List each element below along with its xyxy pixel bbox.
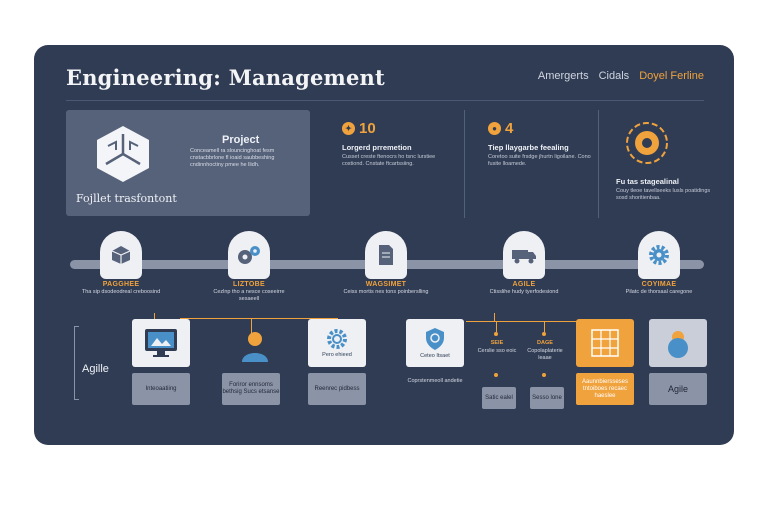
tile-caption: Coprstenmeoll andetie <box>407 378 463 384</box>
tile-label-box: Agile <box>649 373 707 405</box>
user-icon <box>668 331 688 358</box>
target-gear-icon <box>626 122 668 164</box>
connector-line <box>496 322 497 332</box>
timeline-stage-3[interactable]: WAGSIMET Ceiss mortis nes tons poinbersl… <box>341 231 431 296</box>
stage-desc: Cezlnp tho a nesce coseeirre sesaeell <box>213 289 285 302</box>
tile-label-box: Foriror ennsoms bethsig Sucs etsanse <box>222 373 280 405</box>
document-icon <box>379 245 393 265</box>
gear-icon <box>327 329 347 349</box>
card-title: Project <box>222 134 260 146</box>
monitor-icon <box>145 329 177 357</box>
tile-monitor[interactable] <box>132 319 190 367</box>
coin-icon: ● <box>488 122 501 135</box>
tile-shield[interactable]: Ceteo Itsaet <box>406 319 464 367</box>
stat-1: ✦ 10 Lorgerd prremetion Cusset creste ft… <box>342 120 462 168</box>
gears-icon <box>238 246 260 264</box>
stage-desc: Ceiss mortis nes tons poinberslling <box>343 289 429 295</box>
branch-left-label: SEIE <box>490 340 504 346</box>
flame-icon: ✦ <box>342 122 355 135</box>
box-icon <box>111 246 131 264</box>
stat-1-value: 10 <box>359 120 376 137</box>
connector-line <box>494 313 495 321</box>
person-icon <box>242 332 268 362</box>
timeline-stage-5[interactable]: COYIMAE Pilatc de thorsaal caregone <box>614 231 704 296</box>
branch-left-box: Satic ealel <box>482 387 516 409</box>
stat-1-title: Lorgerd prremetion <box>342 143 412 152</box>
grid-icon <box>591 329 619 357</box>
page-title: Engineering: Management <box>66 65 385 90</box>
tile-text: Pero ehieed <box>322 352 352 358</box>
branch-right-label: DAGE <box>537 340 553 346</box>
stat-1-text: Cusset creste ftenocrs ho tsnc lurstiee … <box>342 154 436 167</box>
tile-agile[interactable] <box>649 319 707 367</box>
header-link-1[interactable]: Amergerts <box>537 70 589 82</box>
tile-label-box: Inteoaatiing <box>132 373 190 405</box>
tile-process[interactable]: Pero ehieed <box>308 319 366 367</box>
branch-left-desc: Cerslie sso eoic <box>477 348 517 354</box>
stage-desc: Tha sip dsodeodreal creboosind <box>81 289 161 295</box>
tile-label-box: Aaunnbiersseses tntoiboes recaec haeslee <box>576 373 634 405</box>
section-label: Agille <box>82 363 109 375</box>
diagram-panel: Engineering: Management Amergerts Cidals… <box>34 45 734 445</box>
stat-3-title: Fu tas stagealinal <box>616 177 679 186</box>
connector-line <box>544 322 545 332</box>
stat-2-value: 4 <box>505 120 514 137</box>
header-links: Amergerts Cidals Doyel Ferline <box>538 70 704 82</box>
truck-icon <box>512 250 536 264</box>
branch-dot <box>542 332 546 336</box>
header-link-3[interactable]: Doyel Ferline <box>639 70 704 82</box>
card-text: Conceamell ra slouncinghoat fesm cnstacb… <box>190 148 275 168</box>
divider <box>598 110 599 218</box>
section-bracket <box>74 326 79 400</box>
branch-dot <box>494 373 498 377</box>
timeline-stage-1[interactable]: PAGGHEE Tha sip dsodeodreal creboosind <box>76 231 166 296</box>
tile-text: Ceteo Itsaet <box>420 353 450 359</box>
stat-2: ● 4 Tiep llaygarbe feealing Coretoo suit… <box>488 120 608 168</box>
stage-label: COYIMAE <box>641 281 677 288</box>
stage-label: LIZTOBE <box>233 281 265 288</box>
stat-2-text: Coretoo suite frsdge jhurtn ligoilane. C… <box>488 154 591 167</box>
project-feature-card: Project Conceamell ra slouncinghoat fesm… <box>66 110 310 216</box>
branch-right-desc: Copolaplaterie leaae <box>527 348 563 361</box>
connector-line <box>251 318 252 334</box>
header-link-2[interactable]: Cidals <box>598 70 630 82</box>
card-caption: Fojllet trasfontont <box>76 192 177 205</box>
stage-desc: Ctisslihe hudy tyerfodesiond <box>489 289 559 295</box>
stage-desc: Pilatc de thorsaal caregone <box>625 289 693 295</box>
stat-3: Fu tas stagealinal Couy tleoe tavellseek… <box>616 120 734 202</box>
stage-label: PAGGHEE <box>102 281 140 288</box>
cube-icon <box>97 126 149 182</box>
tile-grid[interactable] <box>576 319 634 367</box>
connector-line <box>154 313 155 321</box>
header-divider <box>66 100 704 101</box>
stat-2-title: Tiep llaygarbe feealing <box>488 143 569 152</box>
connector-line <box>180 318 338 319</box>
divider <box>464 110 465 218</box>
stat-3-text: Couy tleoe tavellseeks lusls poatidings … <box>616 188 711 201</box>
branch-dot <box>494 332 498 336</box>
timeline-stage-2[interactable]: LIZTOBE Cezlnp tho a nesce coseeirre ses… <box>204 231 294 302</box>
branch-dot <box>542 373 546 377</box>
timeline-stage-4[interactable]: AGILE Ctisslihe hudy tyerfodesiond <box>479 231 569 296</box>
gear-icon <box>649 245 669 265</box>
tile-label-box: Reenrec pidbess <box>308 373 366 405</box>
shield-icon <box>426 328 444 350</box>
stage-label: WAGSIMET <box>365 281 407 288</box>
branch-right-box: Sesso lone <box>530 387 564 409</box>
connector-line <box>466 321 606 322</box>
stage-label: AGILE <box>512 281 536 288</box>
